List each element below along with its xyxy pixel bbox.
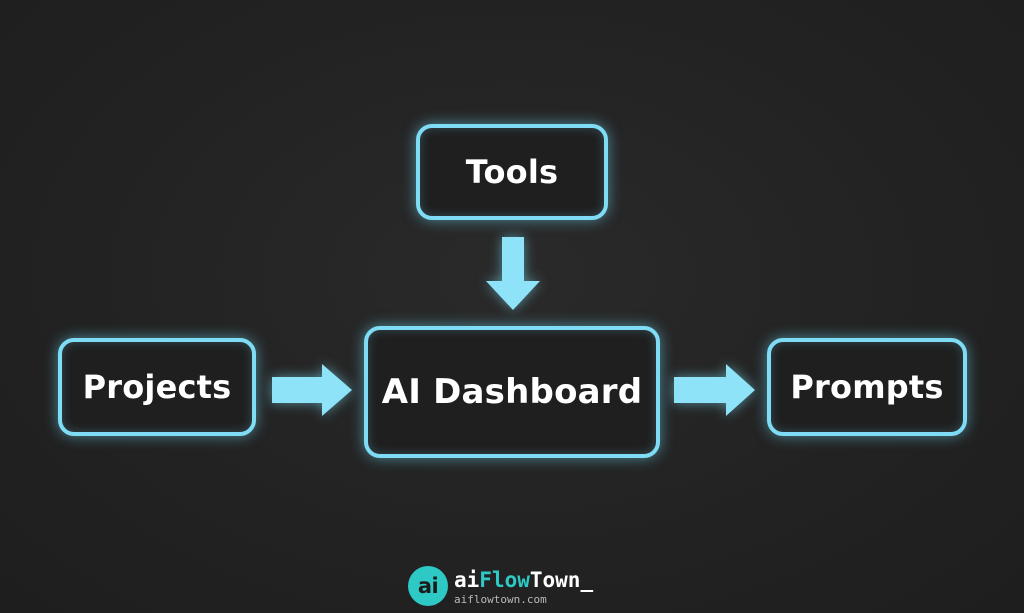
node-projects-label: Projects [82, 368, 232, 406]
arrow-dashboard-to-prompts [674, 364, 755, 416]
node-prompts-label: Prompts [790, 368, 944, 406]
brand-url: aiflowtown.com [454, 593, 547, 606]
brand-name-prefix: ai [454, 568, 480, 592]
brand-logo-icon: ai [408, 566, 448, 606]
brand-logo-text: ai [417, 574, 439, 598]
node-ai-dashboard: AI Dashboard [364, 326, 660, 458]
node-tools: Tools [416, 124, 608, 220]
arrow-tools-to-dashboard [486, 237, 540, 310]
node-projects: Projects [58, 338, 256, 436]
node-tools-label: Tools [465, 153, 559, 191]
brand-name: aiFlowTown_ [454, 568, 593, 592]
node-ai-dashboard-label: AI Dashboard [381, 372, 643, 412]
arrow-projects-to-dashboard [272, 364, 352, 416]
brand-name-accent: Flow [479, 568, 530, 592]
node-prompts: Prompts [767, 338, 967, 436]
brand-name-suffix: Town_ [529, 568, 594, 592]
brand-watermark: ai aiFlowTown_ aiflowtown.com [408, 566, 628, 606]
